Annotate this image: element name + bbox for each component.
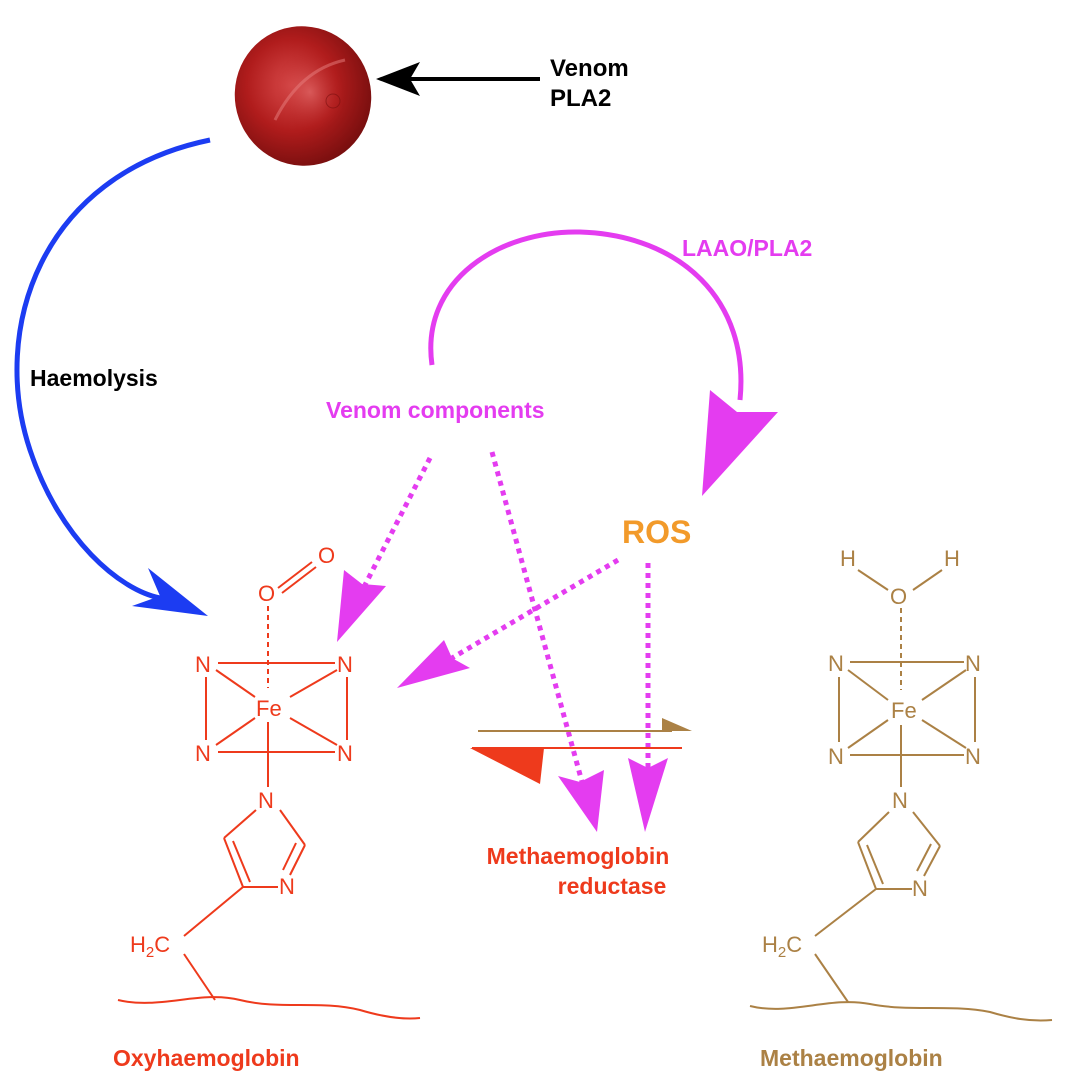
oxy-n-bottom-right: N: [337, 741, 353, 766]
oxy-n-bottom-left: N: [195, 741, 211, 766]
met-h2c-h: H: [762, 932, 778, 957]
reductase-label-line2: reductase: [558, 873, 667, 899]
oxyhaemoglobin-label: Oxyhaemoglobin: [113, 1045, 300, 1071]
met-n-ring-top: N: [892, 788, 908, 813]
venom-pla2-label-line1: Venom: [550, 55, 629, 82]
oxy-h2c-sub: 2: [146, 944, 154, 961]
laao-pla2-arrow: [428, 229, 778, 496]
met-n-bottom-left: N: [828, 744, 844, 769]
met-iron: Fe: [891, 698, 917, 723]
met-n-bottom-right: N: [965, 744, 981, 769]
oxy-n-ring-side: N: [279, 874, 295, 899]
met-h2c: H2C: [762, 932, 802, 961]
venom-pla2-arrow: [376, 62, 540, 96]
met-oxygen: O: [890, 584, 907, 609]
met-h-left: H: [840, 546, 856, 571]
equilibrium-arrows: [470, 718, 692, 784]
oxy-h2c-h: H: [130, 932, 146, 957]
dotted-arrow-ros-to-oxy: [397, 557, 620, 688]
reductase-arrowheads: [558, 758, 668, 832]
met-n-top-right: N: [965, 651, 981, 676]
methaemoglobin-atom-labels: H H O N N N N Fe N N H2C: [762, 546, 981, 961]
oxyhaemoglobin-structure: [117, 561, 421, 1020]
oxy-h2c-c: C: [154, 932, 170, 957]
oxy-iron: Fe: [256, 696, 282, 721]
met-h2c-c: C: [786, 932, 802, 957]
met-n-top-left: N: [828, 651, 844, 676]
oxy-n-ring-top: N: [258, 788, 274, 813]
venom-components-label: Venom components: [326, 397, 545, 423]
methaemoglobin-label: Methaemoglobin: [760, 1045, 943, 1071]
haemolysis-arrow: [14, 137, 211, 616]
ros-label: ROS: [622, 514, 691, 550]
met-n-ring-side: N: [912, 876, 928, 901]
oxyhaemoglobin-atom-labels: O O N N N N Fe N N H2C: [130, 543, 353, 961]
red-blood-cell: [234, 26, 372, 166]
oxy-n-top-right: N: [337, 652, 353, 677]
reductase-label-line1: Methaemoglobin: [487, 843, 670, 869]
oxy-n-top-left: N: [195, 652, 211, 677]
dotted-arrow-venom-to-oxy: [337, 456, 433, 642]
oxy-h2c: H2C: [130, 932, 170, 961]
oxy-oxygen-a: O: [258, 581, 275, 606]
met-h2c-sub: 2: [778, 944, 786, 961]
dotted-arrow-venom-to-reductase: [489, 451, 585, 783]
laao-pla2-label: LAAO/PLA2: [682, 235, 812, 261]
methaemoglobin-structure: [749, 569, 1053, 1022]
met-h-right: H: [944, 546, 960, 571]
venom-pla2-label-line2: PLA2: [550, 85, 611, 112]
oxy-oxygen-b: O: [318, 543, 335, 568]
haemolysis-label: Haemolysis: [30, 365, 158, 391]
